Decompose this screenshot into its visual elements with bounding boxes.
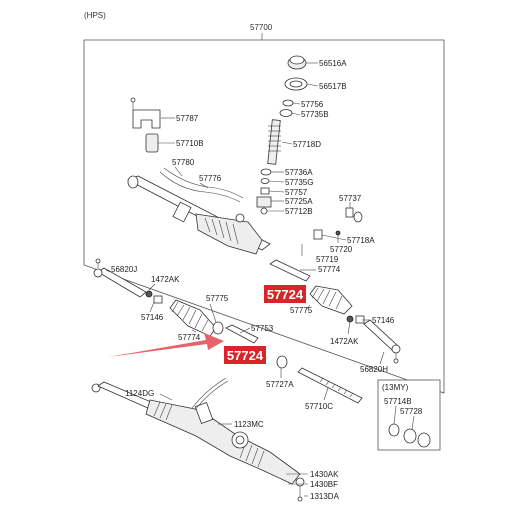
- label-13my: (13MY): [382, 383, 409, 392]
- label-57775-left: 57775: [206, 294, 229, 303]
- ring-57756: [282, 99, 294, 107]
- label-57146-left: 57146: [141, 313, 164, 322]
- label-1472ak-left: 1472AK: [151, 275, 180, 284]
- ring-57735g: [260, 178, 270, 184]
- label-57728: 57728: [400, 407, 423, 416]
- highlight-57724-upper-text: 57724: [267, 287, 304, 302]
- label-56820j: 56820J: [111, 265, 137, 274]
- system-label: (HPS): [84, 11, 106, 20]
- ring-57727a: [276, 355, 288, 369]
- assembly-number: 57700: [250, 23, 273, 32]
- clamp-57775-left: [212, 321, 224, 335]
- label-1124dg: 1124DG: [125, 389, 154, 398]
- ring-57728-a: [403, 428, 417, 444]
- nut-1472ak-right: [346, 315, 354, 323]
- label-57720: 57720: [330, 245, 353, 254]
- bellows-boot-57774-right: [309, 285, 353, 315]
- label-1430bf: 1430BF: [310, 480, 338, 489]
- label-57718a: 57718A: [347, 236, 375, 245]
- label-56820h: 56820H: [360, 365, 388, 374]
- label-57710b: 57710B: [176, 139, 204, 148]
- nut-57720: [335, 230, 341, 236]
- label-57146-right: 57146: [372, 316, 395, 325]
- ring-57737: [353, 211, 363, 223]
- part-57757: [260, 187, 270, 195]
- highlight-57724-lower: [224, 346, 266, 364]
- label-57725a: 57725A: [285, 197, 313, 206]
- highlight-57724-upper: [264, 285, 306, 303]
- label-57727a: 57727A: [266, 380, 294, 389]
- label-57710c: 57710C: [305, 402, 333, 411]
- bolt-57712b: [260, 207, 268, 215]
- tie-rod-end-right: [363, 319, 401, 364]
- label-57775-right: 57775: [290, 306, 313, 315]
- feed-tube-57776: [159, 171, 241, 203]
- bushing-57718a: [313, 229, 323, 240]
- inner-tie-rod-right: [269, 259, 311, 282]
- label-56516a: 56516A: [319, 59, 347, 68]
- label-57757: 57757: [285, 188, 308, 197]
- housing-57725a: [256, 196, 272, 208]
- clamp-57710b: [145, 133, 159, 153]
- assembly-frame: [83, 39, 445, 394]
- label-1123mc: 1123MC: [234, 420, 264, 429]
- ring-57714b: [388, 423, 400, 437]
- label-57776: 57776: [199, 174, 222, 183]
- bushing-57737: [345, 207, 354, 218]
- label-57787: 57787: [176, 114, 199, 123]
- label-57718d: 57718D: [293, 140, 321, 149]
- seal-57736a: [260, 168, 272, 176]
- label-57712b: 57712B: [285, 207, 313, 216]
- label-57735g: 57735G: [285, 178, 313, 187]
- gear-box-assembly-bottom: [91, 377, 305, 502]
- nut-1472ak-left: [145, 290, 153, 298]
- label-57753: 57753: [251, 324, 274, 333]
- label-1472ak-right: 1472AK: [330, 337, 359, 346]
- pointer-arrow: [108, 333, 224, 357]
- clip-57146-left: [153, 295, 163, 304]
- label-57774-left: 57774: [178, 333, 201, 342]
- rack-57710c: [297, 367, 363, 404]
- label-1313da: 1313DA: [310, 492, 340, 501]
- inner-tie-rod-left: [225, 324, 259, 344]
- bearing-57735b: [279, 109, 293, 117]
- label-57774-right: 57774: [318, 265, 341, 274]
- label-57756: 57756: [301, 100, 324, 109]
- highlight-57724-lower-text: 57724: [227, 348, 264, 363]
- clip-57146-right: [355, 315, 365, 324]
- tie-rod-end-left: [93, 258, 147, 298]
- label-57714b: 57714B: [384, 397, 412, 406]
- label-1430ak: 1430AK: [310, 470, 339, 479]
- ring-57728-b: [417, 432, 431, 448]
- label-57737: 57737: [339, 194, 362, 203]
- label-57735b: 57735B: [301, 110, 329, 119]
- label-57780: 57780: [172, 158, 195, 167]
- gear-housing-upper: [127, 175, 271, 255]
- label-56517b: 56517B: [319, 82, 347, 91]
- bracket-57787: [130, 97, 161, 129]
- pinion-shaft: [267, 119, 281, 165]
- label-57736a: 57736A: [285, 168, 313, 177]
- label-57719: 57719: [316, 255, 339, 264]
